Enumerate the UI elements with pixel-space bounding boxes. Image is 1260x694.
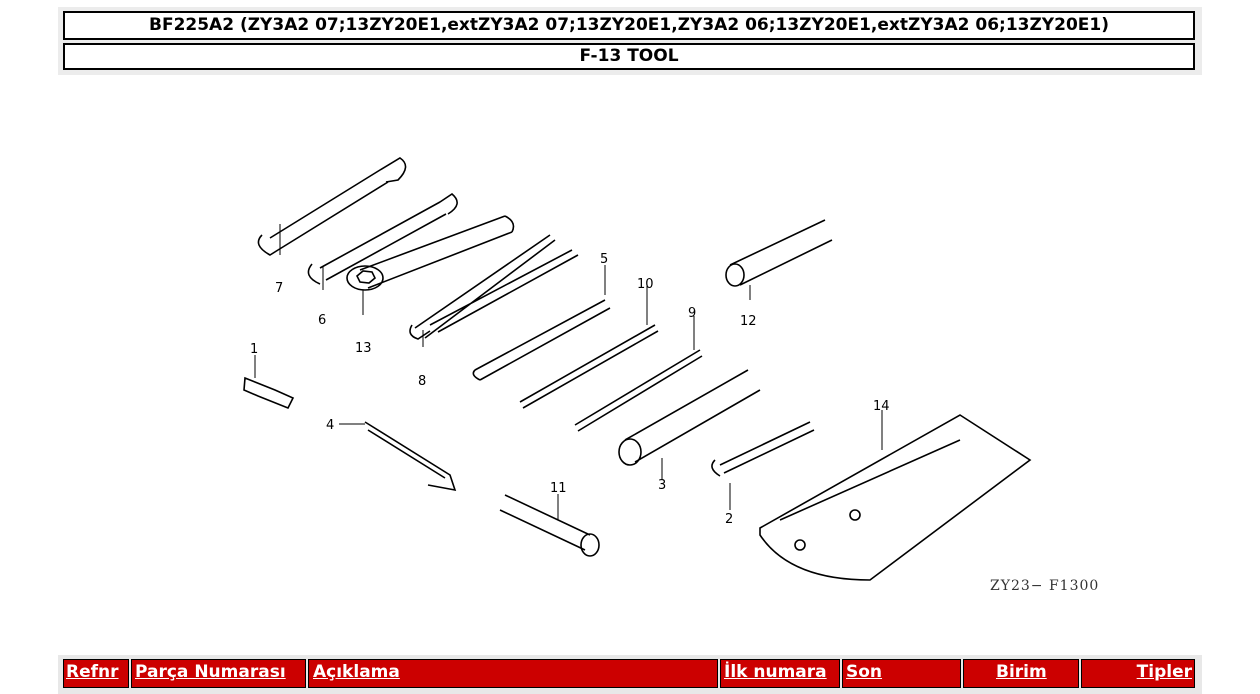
- clip-1: [243, 376, 295, 410]
- column-part-number[interactable]: Parça Numarası: [131, 659, 306, 688]
- callout-1: 1: [250, 342, 258, 357]
- tube-12: [729, 219, 833, 286]
- callout-7: 7: [275, 281, 283, 296]
- screwdriver-9: [574, 349, 703, 432]
- box-wrench-3: [624, 369, 761, 463]
- drawing-code: ZY23− F1300: [990, 578, 1100, 594]
- screwdriver-5: [472, 299, 611, 381]
- sort-part-number-link[interactable]: Parça Numarası: [135, 662, 286, 682]
- hex-key-4: [364, 421, 457, 492]
- parts-diagram: 7 6 13 8 5 10 9 12 1 4 3 2 11 14: [243, 157, 1032, 581]
- callout-12: 12: [740, 314, 757, 329]
- callout-13: 13: [355, 341, 372, 356]
- screwdriver-10: [519, 324, 659, 409]
- model-title: BF225A2 (ZY3A2 07;13ZY20E1,extZY3A2 07;1…: [63, 11, 1195, 40]
- sort-first-number-link[interactable]: İlk numara: [724, 662, 827, 682]
- column-unit[interactable]: Birim: [963, 659, 1079, 688]
- callout-4: 4: [326, 418, 334, 433]
- sort-types-link[interactable]: Tipler: [1136, 662, 1192, 682]
- column-first-number[interactable]: İlk numara: [720, 659, 840, 688]
- callout-5: 5: [600, 252, 608, 267]
- sort-last-link[interactable]: Son: [846, 662, 883, 682]
- section-title: F-13 TOOL: [63, 43, 1195, 70]
- handle-11: [499, 494, 591, 551]
- column-description[interactable]: Açıklama: [308, 659, 718, 688]
- column-refnr[interactable]: Refnr: [63, 659, 129, 688]
- wrench-2: [711, 421, 815, 477]
- callout-10: 10: [637, 277, 654, 292]
- wrench-7: [257, 157, 407, 256]
- callout-14: 14: [873, 399, 890, 414]
- callout-3: 3: [658, 478, 666, 493]
- column-types[interactable]: Tipler: [1081, 659, 1195, 688]
- callout-6: 6: [318, 313, 326, 328]
- callout-2: 2: [725, 512, 733, 527]
- callout-labels: 7 6 13 8 5 10 9 12 1 4 3 2 11 14: [250, 252, 890, 527]
- callout-11: 11: [550, 481, 567, 496]
- wrench-6: [307, 193, 458, 285]
- sort-refnr-link[interactable]: Refnr: [66, 662, 119, 682]
- callout-9: 9: [688, 306, 696, 321]
- callout-8: 8: [418, 374, 426, 389]
- tool-pouch-14: [759, 414, 1032, 581]
- column-last[interactable]: Son: [842, 659, 961, 688]
- ring-spanner-13: [359, 215, 515, 289]
- sort-description-link[interactable]: Açıklama: [313, 662, 400, 682]
- pliers-8: [409, 234, 579, 340]
- sort-unit-link[interactable]: Birim: [996, 662, 1047, 682]
